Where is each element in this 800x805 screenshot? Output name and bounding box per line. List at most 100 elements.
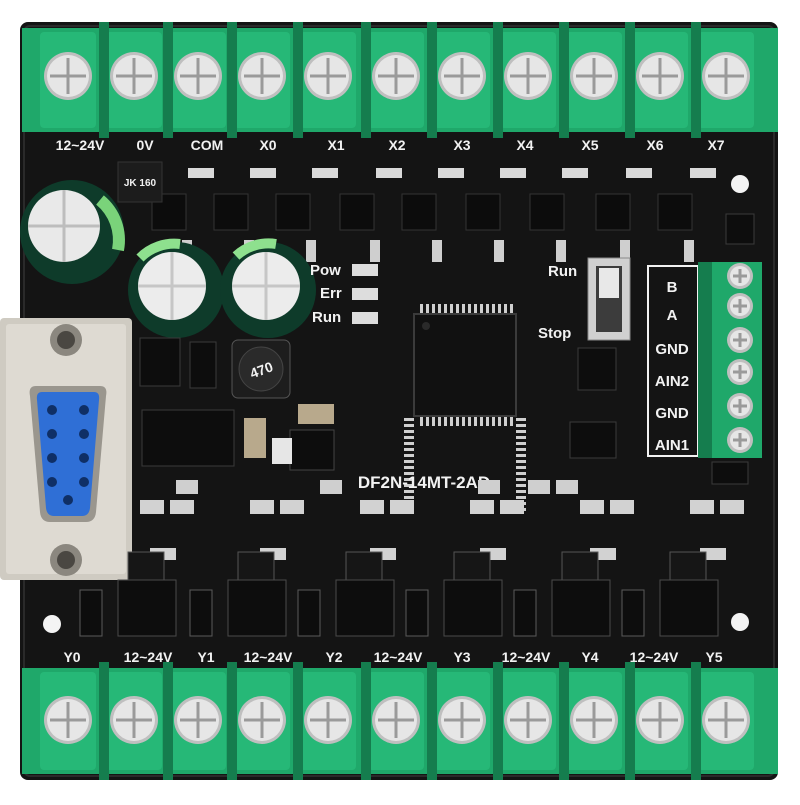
mcu-pin — [486, 416, 489, 426]
terminal-divider — [427, 662, 437, 780]
electrolytic-capacitor — [20, 180, 125, 284]
bottom-terminal-labels: Y0 12~24V Y1 12~24V Y2 12~24V Y3 12~24V … — [63, 649, 722, 665]
smd-part — [140, 500, 164, 514]
output-mosfet-row — [79, 551, 719, 637]
voltage-regulator — [289, 429, 335, 471]
mcu-pin — [438, 304, 441, 314]
mosfet-tab — [127, 551, 165, 583]
mcu-pin — [404, 460, 414, 463]
bottom-label: Y3 — [453, 649, 470, 665]
mcu-pin — [480, 416, 483, 426]
top-label: 12~24V — [56, 137, 105, 153]
mcu-pin — [404, 442, 414, 445]
right-label: GND — [655, 405, 689, 422]
terminal-divider — [163, 662, 173, 780]
screw-slot — [180, 702, 216, 738]
mcu-pin — [516, 490, 526, 493]
terminal-divider — [559, 22, 569, 138]
terminal-divider — [559, 662, 569, 780]
optocoupler — [401, 193, 437, 231]
smd-part — [580, 500, 604, 514]
screw-slot — [733, 333, 747, 347]
regulator-tab — [272, 438, 292, 464]
mcu-pin — [450, 416, 453, 426]
right-label: GND — [655, 341, 689, 358]
screw-slot — [244, 58, 280, 94]
mcu-pin — [516, 442, 526, 445]
status-leds: Pow Err Run — [310, 262, 378, 326]
terminal-divider — [361, 662, 371, 780]
smd-part — [280, 500, 304, 514]
mcu-pin — [456, 304, 459, 314]
screw-slot — [444, 702, 480, 738]
mcu-pin — [498, 416, 501, 426]
smd-resistor — [432, 240, 442, 262]
bottom-label: 12~24V — [244, 649, 293, 665]
smd-part — [556, 480, 578, 494]
mosfet-body — [443, 579, 503, 637]
ic-chip — [577, 347, 617, 391]
mcu-pin — [404, 484, 414, 487]
terminal-divider — [427, 22, 437, 138]
top-label: X6 — [646, 137, 663, 153]
terminal-divider — [493, 662, 503, 780]
mcu-pin — [516, 484, 526, 487]
top-label: X1 — [327, 137, 344, 153]
mosfet-body — [227, 579, 287, 637]
screw-slot — [642, 702, 678, 738]
smd-part — [320, 480, 342, 494]
mcu-pin — [516, 466, 526, 469]
led-label-run: Run — [312, 309, 341, 326]
mosfet-body — [117, 579, 177, 637]
bottom-label: 12~24V — [374, 649, 423, 665]
right-label: AIN2 — [655, 373, 689, 390]
mcu-pin — [432, 304, 435, 314]
mcu-pin — [404, 436, 414, 439]
bottom-label: Y4 — [581, 649, 598, 665]
screw-slot — [576, 702, 612, 738]
mosfet-body — [335, 579, 395, 637]
screw-slot — [116, 702, 152, 738]
screw-slot — [576, 58, 612, 94]
mcu-pin — [404, 466, 414, 469]
screw-slot — [708, 58, 744, 94]
led-pow — [352, 264, 378, 276]
optocoupler — [529, 193, 565, 231]
screw-slot — [310, 702, 346, 738]
mcu-pin — [516, 418, 526, 421]
terminal-divider — [493, 22, 503, 138]
input-optocoupler-row — [151, 193, 693, 231]
smd-resistor — [438, 168, 464, 178]
mcu-pin — [516, 460, 526, 463]
screw-slot — [733, 299, 747, 313]
mcu-pin — [404, 478, 414, 481]
screw-slot — [733, 269, 747, 283]
mcu-pin — [474, 416, 477, 426]
optocoupler — [275, 193, 311, 231]
diode — [621, 589, 645, 637]
terminal-divider — [99, 662, 109, 780]
mcu-pin — [404, 418, 414, 421]
diode — [189, 589, 213, 637]
inductor-marking: 470 — [248, 358, 276, 381]
smd-part — [478, 480, 500, 494]
mcu-pin — [492, 416, 495, 426]
smd-capacitor — [298, 404, 334, 424]
terminal-divider — [163, 22, 173, 138]
terminal-divider — [691, 22, 701, 138]
mcu-pin — [404, 448, 414, 451]
mcu-pin — [420, 416, 423, 426]
smd-resistor — [500, 168, 526, 178]
board-model-label: DF2N-14MT-2AD — [358, 473, 490, 492]
led-run — [352, 312, 378, 324]
mcu-pin — [404, 424, 414, 427]
screw-slot — [733, 365, 747, 379]
screw-slot — [50, 702, 86, 738]
switch-label-stop: Stop — [538, 325, 571, 342]
optocoupler — [339, 193, 375, 231]
ic-chip — [139, 337, 181, 387]
mcu-pin — [444, 416, 447, 426]
mount-hole — [731, 613, 749, 631]
mcu-pin — [498, 304, 501, 314]
